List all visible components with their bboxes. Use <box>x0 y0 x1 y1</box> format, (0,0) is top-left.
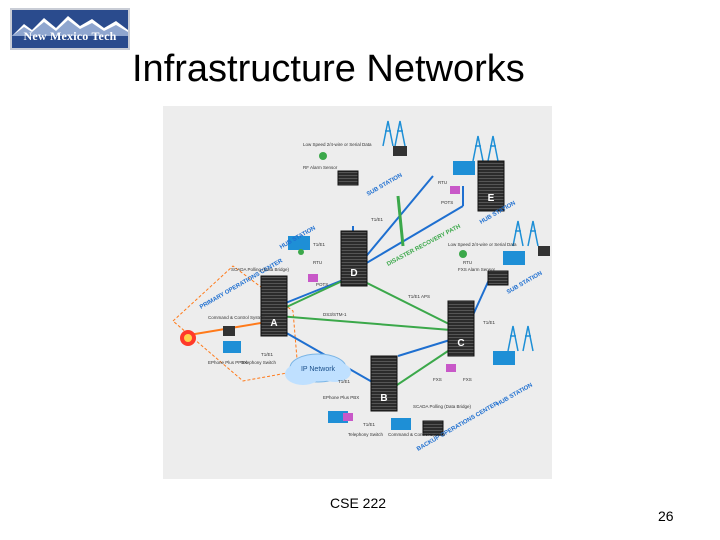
fxs-2-label: FXS <box>463 377 472 382</box>
hub-station-3-label: HUB STATION <box>496 382 534 407</box>
small-devices <box>180 146 550 421</box>
scada-1-label: SCADA Polling (Data Bridge) <box>231 267 290 272</box>
network-diagram: IP Network A <box>163 106 552 479</box>
annotation-labels: Low Speed 2/4-wire or Serial Data Low Sp… <box>208 142 517 437</box>
t1e1-5-label: T1/E1 <box>363 422 376 427</box>
network-diagram-svg: IP Network A <box>172 120 550 453</box>
slide-title: Infrastructure Networks <box>132 48 525 90</box>
sub-station-2-label: SUB STATION <box>506 271 543 296</box>
t1e1-2-label: T1/E1 <box>483 320 496 325</box>
cc-1-label: Command & Control System <box>208 315 265 320</box>
mountain-logo-icon <box>12 10 128 48</box>
primary-ops-boundary <box>172 265 299 382</box>
page-number: 26 <box>658 508 674 524</box>
fxs-alarm-label: FXS Alarm Sensor <box>458 267 496 272</box>
rtu-2-label: RTU <box>438 180 447 185</box>
rack-b: B <box>370 355 398 412</box>
rack-a: A <box>260 275 288 337</box>
rack-e: E <box>477 160 505 212</box>
ds3-label: DS3/STM-1 <box>323 312 347 317</box>
site-d-label: D <box>350 268 357 279</box>
pots-1-label: POTS <box>316 282 328 287</box>
rf-alarm-label: RF Alarm Sensor <box>303 165 338 170</box>
new-mexico-tech-logo: New Mexico Tech <box>10 8 130 50</box>
low-speed-2-label: Low Speed 2/4-wire or Serial Data <box>448 242 517 247</box>
t1e1-3-label: T1/E1 <box>261 352 274 357</box>
scada-2-label: SCADA Polling (Data Bridge) <box>413 404 472 409</box>
low-speed-1-label: Low Speed 2/4-wire or Serial Data <box>303 142 372 147</box>
footer-course: CSE 222 <box>330 495 387 511</box>
t1e1-6-label: T1/E1 <box>313 242 326 247</box>
site-e-label: E <box>488 193 495 204</box>
ip-network-label: IP Network <box>301 366 336 373</box>
site-b-label: B <box>380 393 387 404</box>
cc-2-label: Command & Control System <box>388 432 445 437</box>
fxs-1-label: FXS <box>433 377 442 382</box>
logo-text: New Mexico Tech <box>23 29 117 43</box>
t1e1-1-label: T1/E1 <box>371 217 384 222</box>
ephone-1-label: EPhone Plus PPBX <box>208 360 247 365</box>
ip-network-cloud: IP Network <box>285 353 351 385</box>
rack-d: D <box>340 230 368 287</box>
pots-2-label: POTS <box>441 200 453 205</box>
rtu-1-label: RTU <box>313 260 322 265</box>
t1e1-4-label: T1/E1 <box>338 379 351 384</box>
site-a-label: A <box>270 318 277 329</box>
equipment-racks: A B C D E <box>260 160 509 436</box>
sub-station-1-label: SUB STATION <box>366 173 403 198</box>
t1-aps-label: T1/E1 APS <box>408 294 430 299</box>
site-c-label: C <box>457 338 464 349</box>
ephone-2-label: EPhone Plus PBX <box>323 395 359 400</box>
telephony-1-label: Telephony Switch <box>241 360 277 365</box>
rtu-3-label: RTU <box>463 260 472 265</box>
rack-c: C <box>447 300 475 357</box>
transmission-towers <box>382 120 539 352</box>
telephony-2-label: Telephony Switch <box>348 432 384 437</box>
